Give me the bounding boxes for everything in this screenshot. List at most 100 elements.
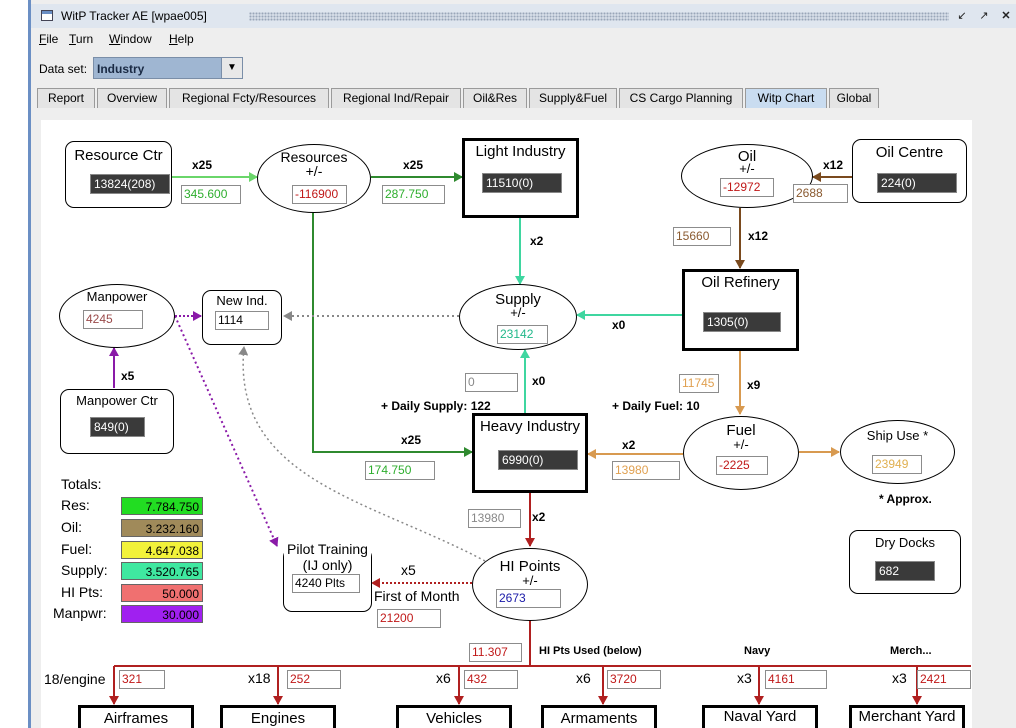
vehicles-title: Vehicles xyxy=(426,710,482,727)
tab-report[interactable]: Report xyxy=(37,88,95,108)
totals-value: 4.647.038 xyxy=(121,541,203,559)
flow-value: 287.750 xyxy=(382,185,445,204)
first-of-month-label: First of Month xyxy=(374,588,460,604)
window-title: WitP Tracker AE [wpae005] xyxy=(61,9,207,23)
flow-mult: x2 xyxy=(622,438,636,452)
flow-mult: x12 xyxy=(823,158,844,172)
totals-label: Res: xyxy=(61,497,90,513)
pilot-training-value: 4240 Plts xyxy=(292,574,360,593)
oil-node[interactable]: Oil +/- -12972 xyxy=(681,144,813,208)
heavy-industry-node[interactable]: Heavy Industry 6990(0) xyxy=(472,413,588,493)
resources-title: Resources xyxy=(280,149,348,165)
bottom-value: 3720 xyxy=(607,670,661,689)
flow-mult: x9 xyxy=(747,378,761,392)
light-industry-title: Light Industry xyxy=(475,143,566,160)
resources-node[interactable]: Resources +/- -116900 xyxy=(257,144,371,213)
naval-yard-node[interactable]: Naval Yard xyxy=(702,705,818,728)
flow-mult: x12 xyxy=(748,229,769,243)
dataset-select[interactable]: Industry xyxy=(93,57,241,79)
manpower-value: 4245 xyxy=(83,310,143,329)
minimize-icon[interactable]: ↙ xyxy=(957,10,967,22)
supply-node[interactable]: Supply +/- 23142 xyxy=(459,284,577,350)
manpower-ctr-title: Manpower Ctr xyxy=(76,393,158,408)
flow-value: 13980 xyxy=(468,509,521,528)
hi-pts-used-label: HI Pts Used (below) xyxy=(539,645,642,657)
navy-label: Navy xyxy=(744,645,771,657)
hi-points-node[interactable]: HI Points +/- 2673 xyxy=(472,548,588,621)
bottom-value: 432 xyxy=(464,670,518,689)
flow-value: 174.750 xyxy=(365,461,435,480)
flow-mult: x5 xyxy=(121,369,135,383)
supply-title: Supply xyxy=(495,291,541,308)
oil-refinery-title: Oil Refinery xyxy=(701,274,780,291)
manpower-title: Manpower xyxy=(86,289,148,304)
new-ind-node[interactable]: New Ind. 1114 xyxy=(202,290,282,345)
dataset-label: Data set: xyxy=(39,62,88,76)
oil-refinery-node[interactable]: Oil Refinery 1305(0) xyxy=(682,269,799,351)
menu-turn[interactable]: Turn xyxy=(69,32,94,46)
title-bar-texture xyxy=(249,12,949,21)
naval-yard-title: Naval Yard xyxy=(723,708,797,725)
tab-oil-res[interactable]: Oil&Res xyxy=(463,88,527,108)
resources-sub: +/- xyxy=(305,163,323,179)
tab-global[interactable]: Global xyxy=(829,88,879,108)
pilot-training-title: Pilot Training xyxy=(284,541,371,557)
heavy-industry-value: 6990(0) xyxy=(498,450,578,470)
ship-use-node[interactable]: Ship Use * 23949 xyxy=(840,420,955,484)
flow-value: 11745 xyxy=(679,374,719,393)
resource-ctr-value: 13824(208) xyxy=(90,174,170,194)
bottom-value: 4161 xyxy=(765,670,827,689)
tab-supply-fuel[interactable]: Supply&Fuel xyxy=(529,88,617,108)
tab-regional-fcty-resources[interactable]: Regional Fcty/Resources xyxy=(169,88,329,108)
flow-mult: x25 xyxy=(403,158,424,172)
oil-centre-value: 224(0) xyxy=(877,173,957,193)
tab-cs-cargo-planning[interactable]: CS Cargo Planning xyxy=(619,88,743,108)
resources-value: -116900 xyxy=(292,185,347,204)
oil-sub: +/- xyxy=(739,161,755,176)
menu-help[interactable]: Help xyxy=(169,32,194,46)
manpower-node[interactable]: Manpower 4245 xyxy=(59,284,175,348)
merch-label: Merch... xyxy=(890,645,932,657)
flow-value: 11.307 xyxy=(469,643,522,662)
totals-header: Totals: xyxy=(61,476,102,492)
oil-centre-node[interactable]: Oil Centre 224(0) xyxy=(852,139,967,203)
app-window: WitP Tracker AE [wpae005] ↙ ↗ ✕ File Tur… xyxy=(28,0,1016,728)
bottom-mult: x6 xyxy=(576,670,591,686)
light-industry-node[interactable]: Light Industry 11510(0) xyxy=(462,138,579,218)
manpower-ctr-node[interactable]: Manpower Ctr 849(0) xyxy=(60,389,174,454)
tab-regional-ind-repair[interactable]: Regional Ind/Repair xyxy=(331,88,461,108)
armaments-node[interactable]: Armaments xyxy=(541,705,657,728)
witp-chart-canvas: Resource Ctr 13824(208) x25 345.600 Reso… xyxy=(41,120,972,728)
maximize-icon[interactable]: ↗ xyxy=(979,10,989,22)
menu-window[interactable]: Window xyxy=(109,32,152,46)
flow-value: 345.600 xyxy=(181,185,241,204)
oil-refinery-value: 1305(0) xyxy=(703,312,781,332)
fuel-node[interactable]: Fuel +/- -2225 xyxy=(683,416,799,490)
totals-value: 3.232.160 xyxy=(121,519,203,537)
supply-sub: +/- xyxy=(510,305,526,320)
menu-file[interactable]: File xyxy=(39,32,59,46)
pilot-training-node[interactable]: Pilot Training (IJ only) 4240 Plts xyxy=(283,541,372,612)
resource-ctr-node[interactable]: Resource Ctr 13824(208) xyxy=(65,141,172,208)
flow-mult: x2 xyxy=(532,510,546,524)
approx-note: * Approx. xyxy=(879,492,932,506)
title-bar: WitP Tracker AE [wpae005] ↙ ↗ ✕ xyxy=(31,4,1016,28)
app-icon xyxy=(41,10,53,21)
menu-bar: File Turn Window Help xyxy=(31,28,1016,50)
close-icon[interactable]: ✕ xyxy=(1001,10,1011,22)
armaments-title: Armaments xyxy=(560,710,638,727)
engines-node[interactable]: Engines xyxy=(220,705,336,728)
tab-overview[interactable]: Overview xyxy=(97,88,167,108)
dry-docks-node[interactable]: Dry Docks 682 xyxy=(849,530,961,594)
tab-witp-chart[interactable]: Witp Chart xyxy=(745,88,827,108)
flow-value: 21200 xyxy=(377,609,441,628)
flow-arrows xyxy=(109,172,971,705)
vehicles-node[interactable]: Vehicles xyxy=(396,705,512,728)
airframes-node[interactable]: Airframes xyxy=(78,705,194,728)
oil-centre-title: Oil Centre xyxy=(875,144,944,161)
daily-fuel-note: + Daily Fuel: 10 xyxy=(612,399,700,413)
chevron-down-icon[interactable]: ▼ xyxy=(221,57,243,79)
merchant-yard-node[interactable]: Merchant Yard xyxy=(849,705,965,728)
flow-mult: x2 xyxy=(530,234,544,248)
totals-value: 3.520.765 xyxy=(121,562,203,580)
